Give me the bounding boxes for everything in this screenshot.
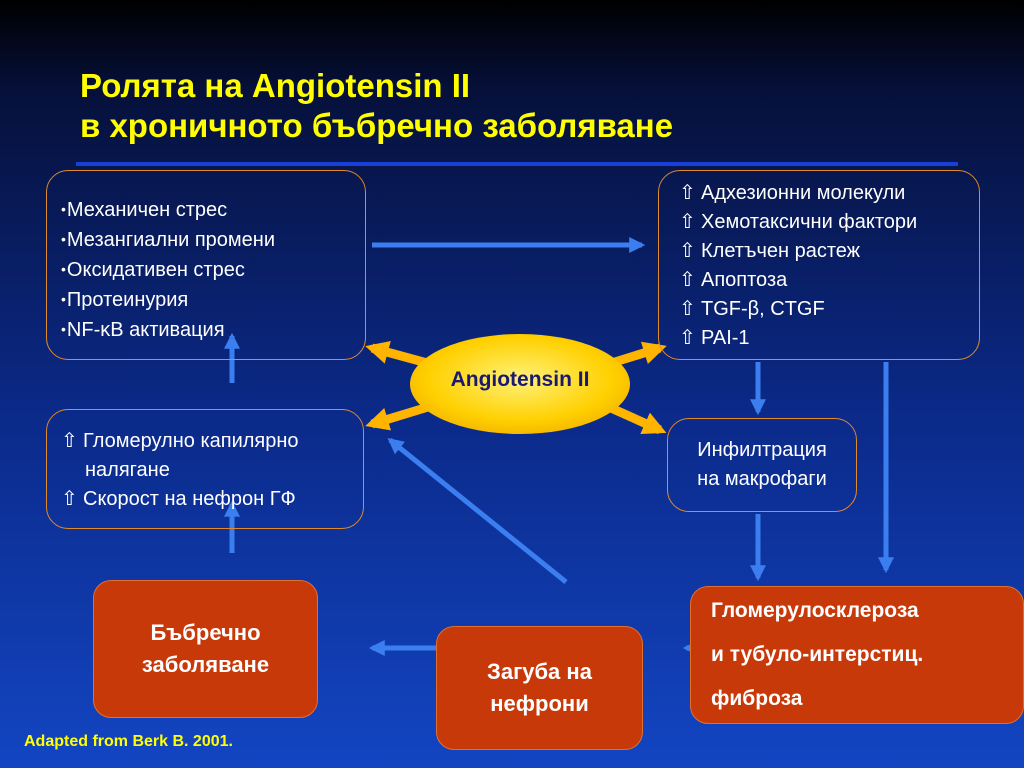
sclerosis-box: Гломерулосклероза и тубуло-интерстиц. фи… (690, 586, 1024, 724)
up-arrow-icon: ⇧ (679, 211, 696, 233)
effects-box: ⇧Адхезионни молекули ⇧Хемотаксични факто… (658, 170, 980, 360)
nephron-loss-box: Загуба на нефрони (436, 626, 643, 750)
effect-item: ⇧TGF-β, CTGF (679, 295, 979, 324)
effect-item: ⇧Клетъчен растеж (679, 237, 979, 266)
infiltration-line-1: Инфилтрация (697, 439, 827, 461)
kidney-disease-line-1: Бъбречно (150, 620, 261, 645)
bullet-icon: • (61, 201, 66, 217)
title-line-2: в хроничното бъбречно заболяване (80, 107, 674, 144)
slide-title: Ролята на Angiotensin II в хроничното бъ… (80, 66, 673, 146)
effect-item: ⇧Адхезионни молекули (679, 179, 979, 208)
cause-item: •Механичен стрес (61, 199, 228, 221)
up-arrow-icon: ⇧ (679, 240, 696, 262)
sclerosis-line-3: фиброза (711, 687, 803, 710)
sclerosis-line-2: и тубуло-интерстиц. (711, 643, 924, 666)
up-arrow-icon: ⇧ (679, 182, 696, 204)
kidney-disease-box: Бъбречно заболяване (93, 580, 318, 718)
up-arrow-icon: ⇧ (679, 298, 696, 320)
hemodynamics-item: ⇧Скорост на нефрон ГФ (61, 485, 363, 514)
cause-item: •NF-κB активация (61, 319, 225, 341)
cause-item: •Протеинурия (61, 289, 189, 311)
kidney-disease-line-2: заболяване (141, 652, 270, 677)
bullet-icon: • (61, 231, 66, 247)
title-underline (76, 162, 958, 166)
effect-item: ⇧PAI-1 (679, 324, 979, 353)
nephron-loss-line-2: нефрони (490, 691, 589, 716)
cause-item: •Мезангиални промени (61, 229, 276, 251)
sclerosis-line-1: Гломерулосклероза (711, 599, 919, 622)
causes-list: •Механичен стрес •Мезангиални промени •О… (61, 195, 365, 345)
angiotensin-label: Angiotensin II (450, 368, 590, 391)
bullet-icon: • (61, 291, 66, 307)
hemodynamics-item-continuation: налягане (85, 459, 170, 481)
hemodynamics-box: ⇧Гломерулно капилярно налягане ⇧Скорост … (46, 409, 364, 529)
hemodynamics-item: ⇧Гломерулно капилярно (61, 427, 363, 456)
up-arrow-icon: ⇧ (679, 327, 696, 349)
cause-item: •Оксидативен стрес (61, 259, 245, 281)
hemodynamics-list: ⇧Гломерулно капилярно налягане ⇧Скорост … (61, 427, 363, 514)
up-arrow-icon: ⇧ (679, 269, 696, 291)
angiotensin-ellipse (410, 334, 630, 434)
bullet-icon: • (61, 261, 66, 277)
arrow-nephron-loss-to-hemodynamics (387, 437, 568, 584)
effect-item: ⇧Хемотаксични фактори (679, 208, 979, 237)
up-arrow-icon: ⇧ (61, 488, 78, 510)
bullet-icon: • (61, 321, 66, 337)
causes-box: •Механичен стрес •Мезангиални промени •О… (46, 170, 366, 360)
nephron-loss-line-1: Загуба на (487, 659, 592, 684)
infiltration-box: Инфилтрация на макрофаги (667, 418, 857, 512)
effects-list: ⇧Адхезионни молекули ⇧Хемотаксични факто… (679, 179, 979, 353)
title-line-1: Ролята на Angiotensin II (80, 67, 471, 104)
effect-item: ⇧Апоптоза (679, 266, 979, 295)
up-arrow-icon: ⇧ (61, 430, 78, 452)
source-citation: Adapted from Berk B. 2001. (24, 733, 233, 750)
infiltration-line-2: на макрофаги (697, 468, 827, 490)
